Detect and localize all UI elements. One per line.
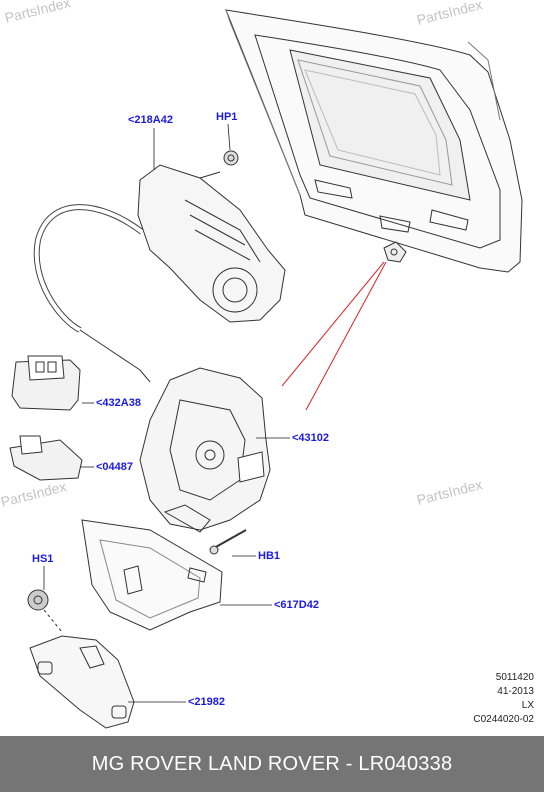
- striker-plate-21982: [29, 635, 135, 729]
- footer-title: MG ROVER LAND ROVER - LR040338: [91, 752, 453, 775]
- screw-HS1: [27, 589, 63, 633]
- callout-HS1[interactable]: HS1: [32, 553, 54, 565]
- callout-04487[interactable]: <04487: [96, 461, 134, 473]
- callout-218A42[interactable]: <218A42: [128, 114, 173, 126]
- cover-617D42: [81, 519, 223, 631]
- callout-HP1[interactable]: HP1: [216, 111, 238, 123]
- reference-line: 5011420: [495, 672, 534, 683]
- callout-432A38[interactable]: <432A38: [96, 397, 141, 409]
- callout-617D42[interactable]: <617D42: [274, 599, 319, 611]
- latch-striker-clip: [383, 241, 407, 263]
- release-cable: [33, 204, 151, 383]
- connector-04487: [9, 435, 83, 481]
- tailgate-drawing: [225, 9, 523, 273]
- switch-432A38: [11, 355, 81, 411]
- reference-line: LX: [521, 700, 534, 711]
- reference-line: C0244020-02: [473, 714, 534, 725]
- callout-leaders: [43, 123, 290, 703]
- exploded-parts-diagram: [9, 9, 523, 729]
- callout-21982[interactable]: <21982: [188, 696, 226, 708]
- actuator-motor: [137, 150, 286, 323]
- bolt-HB1: [209, 529, 247, 555]
- red-leader-lines: [281, 261, 387, 411]
- latch-assembly-43102: [139, 367, 271, 533]
- footer-bar: MG ROVER LAND ROVER - LR040338: [0, 736, 544, 792]
- callout-43102[interactable]: <43102: [292, 432, 330, 444]
- callout-HB1[interactable]: HB1: [258, 550, 281, 562]
- reference-line: 41-2013: [497, 686, 534, 697]
